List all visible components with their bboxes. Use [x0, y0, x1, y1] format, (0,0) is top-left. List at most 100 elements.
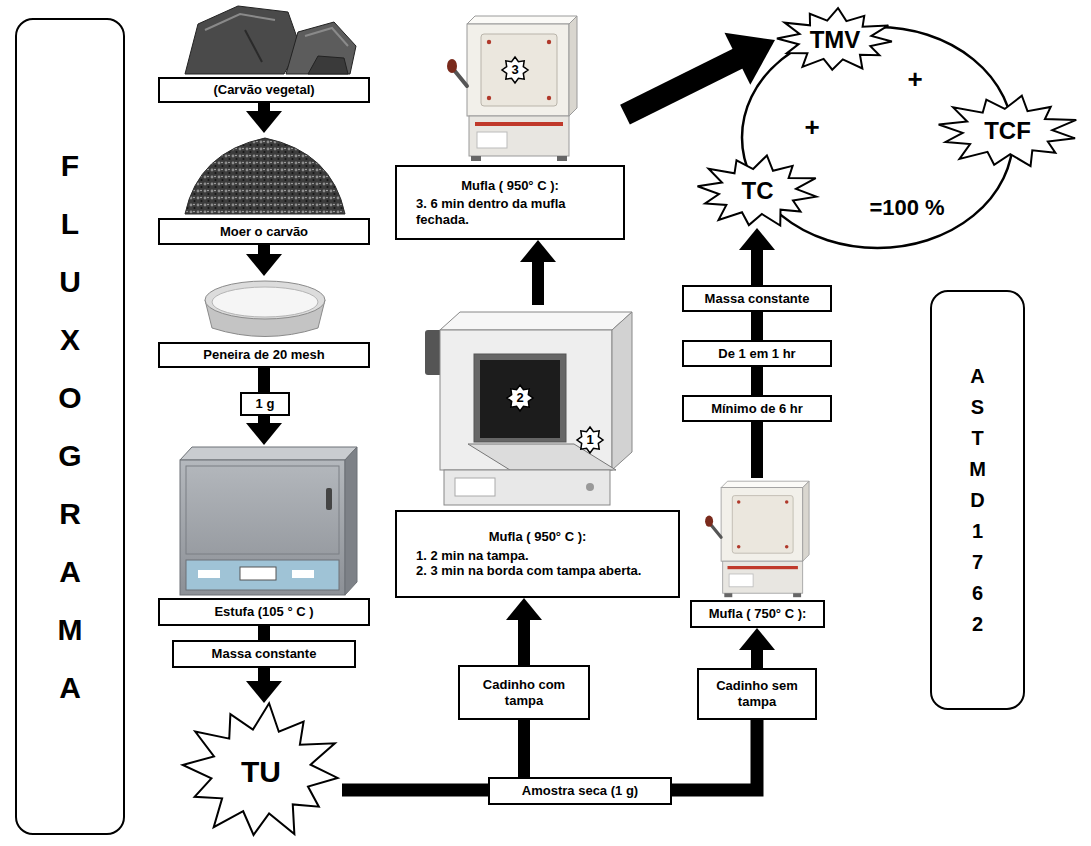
flow-arrow — [757, 367, 758, 395]
process-box: Massa constante — [172, 640, 356, 668]
arrow-head — [246, 111, 282, 133]
ground-charcoal — [185, 138, 345, 214]
step-label: Massa constante — [705, 291, 810, 307]
callout-number: 3 — [511, 62, 518, 78]
flow-arrow — [246, 103, 282, 133]
flow-arrow — [739, 228, 775, 285]
process-box: Massa constante — [682, 285, 832, 312]
result-starburst: TU — [180, 703, 342, 840]
step-label: (Carvão vegetal) — [213, 82, 314, 98]
image-step: Estufa (105 ° C ) — [158, 445, 370, 626]
vertical-title: FLUXOGRAMA — [55, 137, 85, 717]
furnace-step: Mufla ( 950° C ): 1. 2 min na tampa.2. 3 … — [395, 305, 680, 598]
flow-arrow — [625, 33, 775, 115]
starburst-label: TMV — [810, 26, 861, 55]
starburst-outline — [777, 8, 892, 70]
starburst-outline — [183, 703, 338, 835]
operator-sign: + — [804, 112, 819, 143]
flow-arrow — [672, 720, 757, 790]
furnace-illustration — [447, 16, 577, 161]
arrow-shaft — [751, 367, 763, 395]
caption-box: Mufla ( 950° C ):3. 6 min dentro da mufl… — [395, 165, 625, 240]
arrow-shaft — [518, 619, 530, 666]
step-label: Peneira de 20 mesh — [203, 347, 324, 363]
caption-box: Estufa (105 ° C ) — [158, 598, 370, 626]
flow-arrow — [246, 245, 282, 276]
flow-arrow — [342, 790, 488, 791]
callout-star — [502, 57, 528, 83]
flow-arrow — [757, 312, 758, 340]
vertical-title: ASTM D1762 — [968, 361, 988, 640]
furnace-instruction: 1. 2 min na tampa. — [402, 548, 673, 564]
step-label: Cadinho com tampa — [465, 677, 583, 708]
callout-star — [577, 427, 603, 453]
arrow-head — [246, 681, 282, 703]
caption-box: Mufla ( 750° C ): — [690, 600, 825, 628]
operator-sign: =100 % — [869, 195, 944, 221]
process-box: Cadinho sem tampa — [697, 668, 817, 720]
callout-number: 2 — [516, 390, 523, 406]
image-step: Moer o carvão — [158, 133, 370, 245]
step-label: Moer o carvão — [220, 224, 308, 240]
operator-sign: + — [907, 64, 922, 95]
starburst-label: TCF — [984, 117, 1031, 146]
flow-arrow — [246, 668, 282, 703]
starburst-outline — [698, 155, 817, 225]
result-ellipse: ++=100 %TMVTCFTC — [740, 25, 1015, 250]
process-box: Amostra seca (1 g) — [488, 777, 672, 805]
furnace-heading: Mufla ( 950° C ): — [489, 529, 587, 545]
image-step: (Carvão vegetal) — [158, 2, 370, 103]
arrow-head — [246, 423, 282, 445]
step-label: De 1 em 1 hr — [718, 346, 795, 362]
caption-box: (Carvão vegetal) — [158, 77, 370, 103]
caption-box: Peneira de 20 mesh — [158, 342, 370, 368]
arrow-shaft — [672, 720, 757, 790]
starburst-label: TC — [742, 177, 774, 206]
oven-illustration — [180, 447, 357, 595]
flow-arrow — [264, 368, 265, 392]
arrow-shaft — [751, 649, 763, 669]
step-label: Mínimo de 6 hr — [711, 401, 803, 417]
flow-arrow — [264, 626, 265, 640]
open-furnace-illustration — [425, 312, 632, 505]
arrow-head — [520, 240, 556, 262]
furnace-step: Mufla ( 750° C ): — [690, 478, 825, 628]
step-label: Mufla ( 750° C ): — [709, 606, 807, 622]
arrow-head — [739, 628, 775, 650]
caption-box: Moer o carvão — [158, 218, 370, 245]
arrow-head — [724, 33, 775, 85]
callout-number: 1 — [586, 432, 593, 448]
arrow-head — [246, 254, 282, 276]
process-box: Mínimo de 6 hr — [682, 395, 832, 422]
arrow-shaft — [258, 668, 270, 683]
arrow-shaft — [258, 368, 270, 392]
flow-arrow — [757, 422, 758, 478]
arrow-head — [506, 598, 542, 620]
step-label: Cadinho sem tampa — [704, 678, 810, 709]
arrow-shaft — [751, 249, 763, 286]
step-label: Amostra seca (1 g) — [522, 783, 638, 799]
callout-star — [507, 385, 533, 411]
flow-arrow — [520, 240, 556, 305]
step-label: Estufa (105 ° C ) — [214, 604, 313, 620]
arrow-shaft — [625, 58, 739, 115]
result-starburst: TMV — [775, 8, 895, 72]
arrow-head — [739, 228, 775, 250]
starburst-outline — [939, 96, 1077, 166]
arrow-shaft — [532, 261, 544, 306]
charcoal-illustration — [185, 6, 356, 74]
quantity-box: 1 g — [240, 392, 290, 416]
standard-box: ASTM D1762 — [930, 290, 1025, 710]
starburst-label: TU — [241, 754, 281, 790]
furnace-heading: Mufla ( 950° C ): — [461, 178, 559, 194]
sieve-illustration — [205, 281, 325, 337]
arrow-shaft — [342, 784, 488, 797]
step-label: Massa constante — [212, 646, 317, 662]
arrow-shaft — [258, 626, 270, 640]
arrow-shaft — [518, 720, 530, 777]
arrow-shaft — [258, 245, 270, 256]
furnace-illustration — [705, 481, 809, 597]
step-label: 1 g — [256, 396, 275, 412]
furnace-instruction: 2. 3 min na borda com tampa aberta. — [402, 563, 673, 579]
result-starburst: TCF — [935, 95, 1080, 168]
